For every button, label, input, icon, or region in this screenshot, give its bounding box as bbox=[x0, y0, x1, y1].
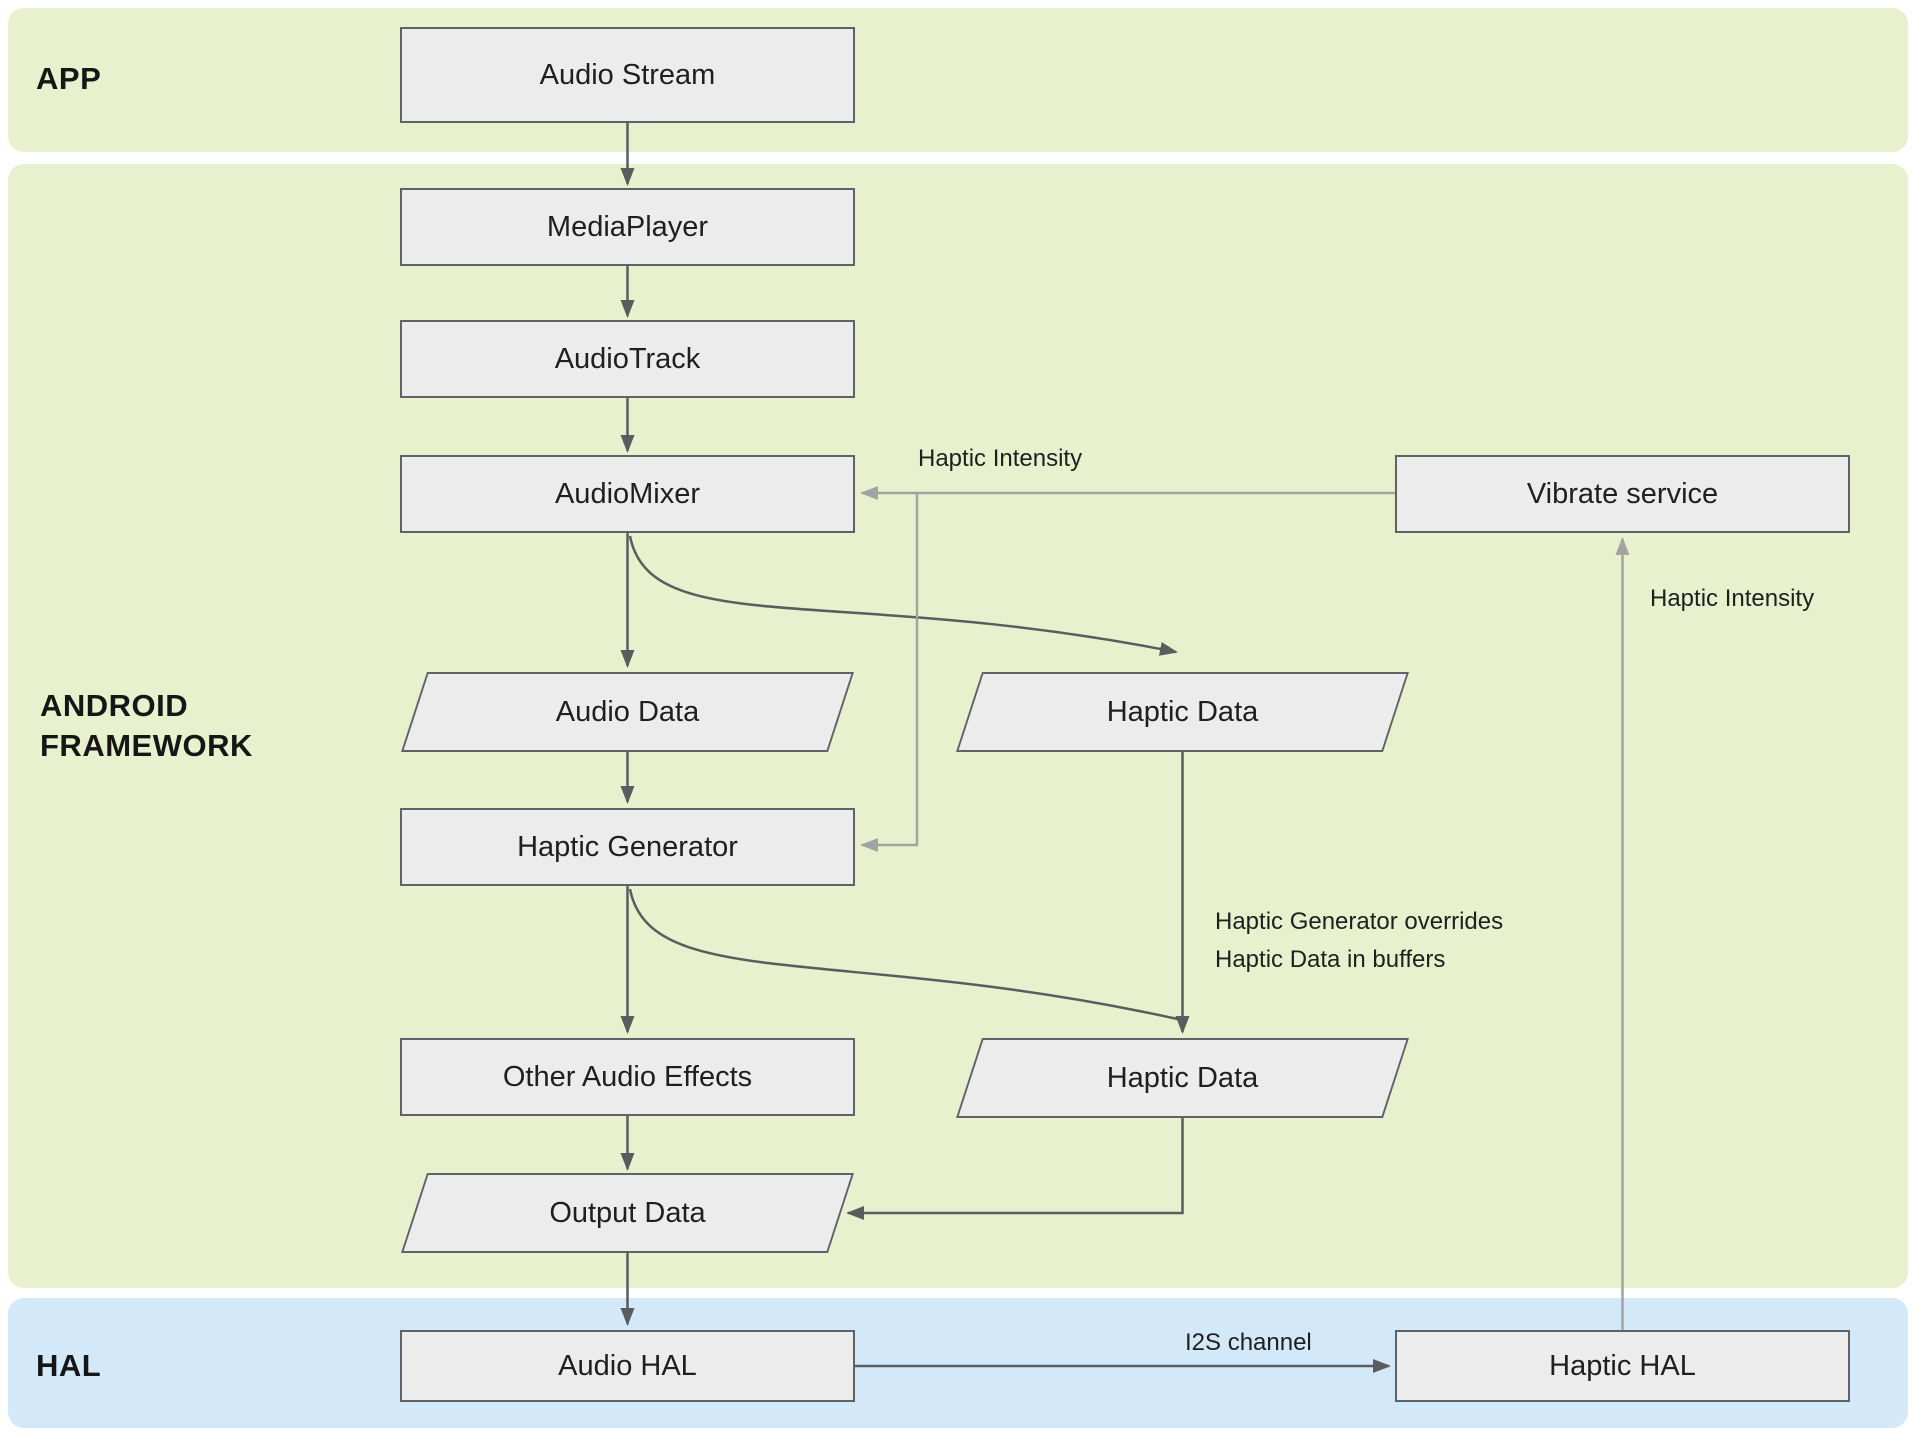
node-audio-track: AudioTrack bbox=[400, 320, 855, 398]
band-hal-label: HAL bbox=[36, 1348, 102, 1383]
node-vibrate-service-label: Vibrate service bbox=[1526, 477, 1719, 510]
node-audio-stream-label: Audio Stream bbox=[539, 58, 716, 91]
node-audio-data-label: Audio Data bbox=[555, 695, 700, 728]
node-audio-mixer-label: AudioMixer bbox=[554, 477, 701, 510]
node-audio-hal: Audio HAL bbox=[400, 1330, 855, 1402]
node-media-player-label: MediaPlayer bbox=[546, 210, 709, 243]
node-audio-data: Audio Data bbox=[400, 672, 855, 752]
edge-label-haptic-override-note: Haptic Generator overrides Haptic Data i… bbox=[1215, 908, 1504, 974]
node-haptic-data-mixed-label: Haptic Data bbox=[1106, 695, 1259, 728]
node-haptic-generator: Haptic Generator bbox=[400, 808, 855, 886]
node-audio-mixer: AudioMixer bbox=[400, 455, 855, 533]
node-haptic-hal-label: Haptic HAL bbox=[1549, 1349, 1696, 1382]
node-other-audio-effects: Other Audio Effects bbox=[400, 1038, 855, 1116]
node-output-data: Output Data bbox=[400, 1173, 855, 1253]
node-output-data-label: Output Data bbox=[549, 1196, 706, 1229]
node-other-audio-effects-label: Other Audio Effects bbox=[502, 1060, 753, 1093]
edge-label-i2s-channel: I2S channel bbox=[1185, 1329, 1312, 1356]
edge-label-haptic-intensity-vibrate: Haptic Intensity bbox=[1650, 585, 1815, 612]
band-android-framework-label: ANDROID FRAMEWORK bbox=[40, 688, 253, 764]
node-haptic-generator-label: Haptic Generator bbox=[517, 830, 738, 863]
band-android-framework bbox=[8, 164, 1908, 1288]
node-vibrate-service: Vibrate service bbox=[1395, 455, 1850, 533]
band-app bbox=[8, 8, 1908, 152]
node-media-player: MediaPlayer bbox=[400, 188, 855, 266]
node-haptic-data-mixed: Haptic Data bbox=[955, 672, 1410, 752]
node-audio-hal-label: Audio HAL bbox=[558, 1349, 697, 1382]
node-haptic-hal: Haptic HAL bbox=[1395, 1330, 1850, 1402]
edge-label-haptic-intensity-mixer: Haptic Intensity bbox=[918, 445, 1083, 472]
node-haptic-data-overridden: Haptic Data bbox=[955, 1038, 1410, 1118]
band-app-label: APP bbox=[36, 61, 102, 96]
node-haptic-data-overridden-label: Haptic Data bbox=[1106, 1061, 1259, 1094]
node-audio-stream: Audio Stream bbox=[400, 27, 855, 123]
node-audio-track-label: AudioTrack bbox=[554, 342, 701, 375]
